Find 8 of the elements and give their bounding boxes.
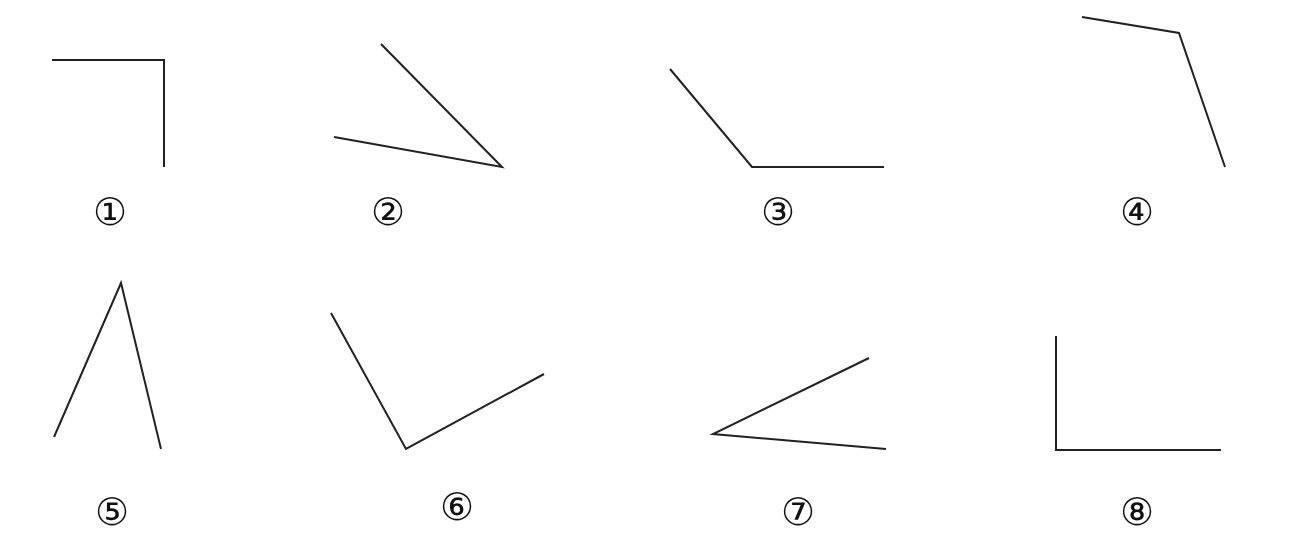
figure-number: ⑦: [780, 490, 816, 534]
figure-number: ①: [92, 190, 128, 234]
figure-number: ⑥: [439, 485, 475, 529]
figure-number: ③: [760, 190, 796, 234]
figure-number: ⑧: [1119, 490, 1155, 534]
figure-number: ④: [1119, 190, 1155, 234]
figure-number: ②: [370, 190, 406, 234]
figure-number: ⑤: [94, 490, 130, 534]
